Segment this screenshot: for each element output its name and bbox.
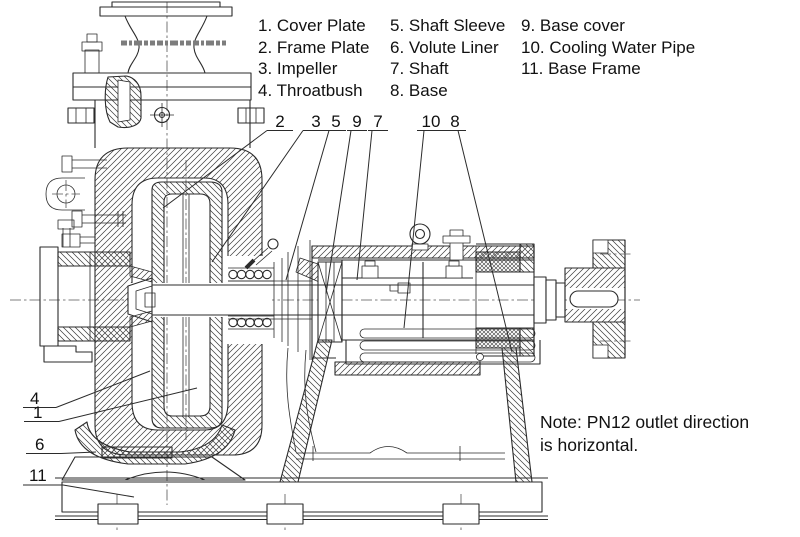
- legend-item-9: 9. Base cover: [521, 16, 625, 35]
- legend-item-7: 7. Shaft: [390, 59, 449, 78]
- packing-rings: [228, 269, 272, 328]
- legend-item-11: 11. Base Frame: [521, 59, 641, 78]
- note-line-2: is horizontal.: [540, 435, 639, 455]
- legend-item-3: 3. Impeller: [258, 59, 338, 78]
- base-frame: [55, 477, 548, 525]
- keyway-slot: [569, 290, 619, 308]
- parts-legend-col-2: 5. Shaft Sleeve 6. Volute Liner 7. Shaft…: [390, 15, 505, 101]
- callout-10: 10: [422, 112, 441, 131]
- pedestal-base: [279, 339, 533, 483]
- casing-lugs: [45, 155, 126, 248]
- bearing-assembly: [311, 223, 541, 365]
- discharge-assembly: [67, 1, 265, 148]
- bearing-top: [475, 251, 521, 273]
- callout-5: 5: [331, 112, 340, 131]
- callout-6: 6: [35, 435, 44, 454]
- legend-item-8: 8. Base: [390, 80, 448, 100]
- pedestal-leg-right: [501, 347, 533, 483]
- liner-band: [101, 446, 173, 459]
- legend-item-4: 4. Throatbush: [258, 80, 363, 100]
- callout-numbers: 2 3 5 9 7 10 8 4 1 6 11: [29, 112, 460, 485]
- callout-8: 8: [450, 112, 459, 131]
- mounting-pad: [266, 503, 304, 525]
- callout-1: 1: [33, 403, 42, 422]
- impeller: [127, 181, 270, 429]
- legend-item-1: 1. Cover Plate: [258, 16, 366, 35]
- legend-item-5: 5. Shaft Sleeve: [390, 16, 506, 35]
- mounting-pad: [97, 503, 139, 525]
- shaft-sleeve: [228, 280, 313, 320]
- callout-11: 11: [29, 466, 47, 485]
- parts-legend-col-3: 9. Base cover 10. Cooling Water Pipe 11.…: [521, 15, 695, 80]
- callout-2: 2: [275, 112, 284, 131]
- flange-bolt-right: [237, 107, 265, 124]
- oil-filler: [449, 229, 464, 261]
- note-line-1: Note: PN12 outlet direction: [540, 412, 750, 432]
- callout-9: 9: [352, 112, 361, 131]
- shaft: [152, 276, 566, 324]
- legend-item-10: 10. Cooling Water Pipe: [521, 37, 696, 57]
- note-text: Note: PN12 outlet direction is horizonta…: [540, 411, 749, 457]
- casing-foot: [61, 456, 246, 481]
- mounting-pad: [442, 503, 480, 525]
- legend-item-6: 6. Volute Liner: [390, 37, 499, 57]
- legend-item-2: 2. Frame Plate: [258, 37, 370, 57]
- callout-leaders: [23, 130, 513, 498]
- callout-7: 7: [373, 112, 382, 131]
- callout-3: 3: [311, 112, 320, 131]
- callout-4: 4: [30, 389, 39, 408]
- pedestal-leg-left: [279, 339, 333, 483]
- flange-bolt-left: [67, 107, 95, 124]
- throatbush-section: [129, 265, 153, 283]
- parts-legend-col-1: 1. Cover Plate 2. Frame Plate 3. Impelle…: [258, 15, 370, 101]
- coupling: [564, 239, 632, 359]
- suction-pipe: [39, 219, 131, 363]
- bearing-end-cap: [519, 243, 535, 273]
